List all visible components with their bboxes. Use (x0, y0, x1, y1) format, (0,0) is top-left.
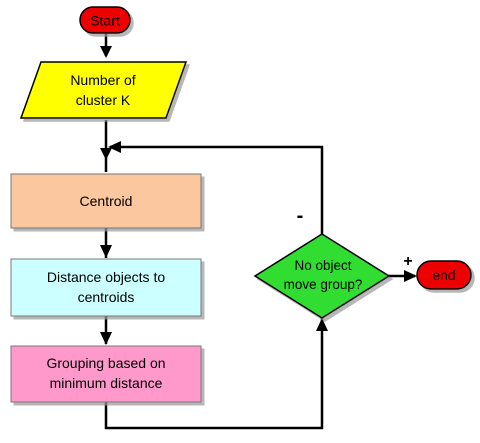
decision-diamond: No object move group? (253, 233, 391, 319)
centroid-box: Centroid (10, 173, 202, 229)
centroid-label: Centroid (80, 193, 133, 209)
arrowhead-start-input (100, 46, 112, 58)
no-branch-label: - (297, 205, 304, 227)
grouping-label-line1: Grouping based on (46, 355, 165, 371)
grouping-box: Grouping based on minimum distance (10, 345, 202, 403)
arrowhead-input-junction (100, 148, 112, 160)
arrowheads (100, 46, 417, 345)
arrowhead-distance-grouping (100, 332, 112, 345)
distance-box-shape (10, 258, 202, 317)
input-parallelogram: Number of cluster K (19, 61, 188, 119)
arrowhead-into-decision (316, 318, 328, 331)
end-terminal-shape (416, 260, 472, 290)
yes-branch-label: + (403, 253, 412, 270)
distance-label-line1: Distance objects to (47, 269, 165, 285)
distance-box: Distance objects to centroids (10, 258, 202, 317)
grouping-label-line2: minimum distance (50, 375, 163, 391)
start-label: Start (90, 13, 120, 29)
end-terminal: end (416, 260, 472, 290)
input-parallelogram-shape (19, 61, 188, 119)
input-label-line2: cluster K (76, 92, 131, 108)
distance-label-line2: centroids (78, 289, 135, 305)
grouping-to-decision-line (104, 318, 324, 430)
decision-label-line2: move group? (284, 277, 363, 292)
end-label: end (432, 267, 455, 283)
centroid-box-shape (10, 173, 202, 229)
start-terminal: Start (79, 6, 131, 34)
connector-lines (104, 32, 415, 430)
grouping-box-shape (10, 345, 202, 403)
decision-label-line1: No object (294, 258, 351, 273)
decision-no-loop-line (110, 145, 324, 234)
arrowhead-centroid-distance (100, 245, 112, 258)
input-label-line1: Number of (70, 72, 135, 88)
start-terminal-shape (79, 6, 131, 34)
arrowhead-into-end (404, 270, 417, 282)
decision-diamond-shape (253, 233, 391, 319)
arrowhead-loop-junction (108, 141, 121, 153)
